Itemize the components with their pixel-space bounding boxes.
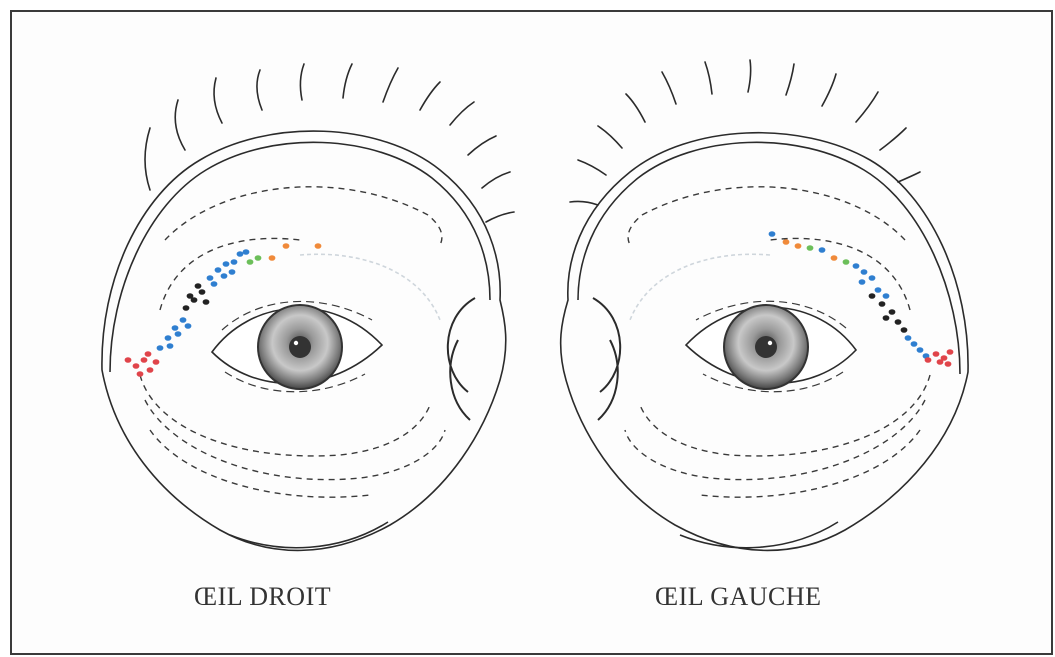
right-eye-dot-red — [141, 357, 148, 363]
left-eye-dot-orange — [783, 239, 790, 245]
left-eye-dot-blue — [853, 263, 860, 269]
left-eye-pupil — [755, 336, 777, 358]
left-eye-dot-black — [895, 319, 902, 325]
left-eye-dot-blue — [819, 247, 826, 253]
right-eye-dot-red — [133, 363, 140, 369]
right-eye-dot-blue — [167, 343, 174, 349]
right-eye-nasal-curve — [448, 298, 475, 420]
right-eye-dot-blue — [243, 249, 250, 255]
right-eye-dot-blue — [237, 251, 244, 257]
right-eye-dot-blue — [229, 269, 236, 275]
left-eye-dot-orange — [795, 243, 802, 249]
right-eye-dot-blue — [221, 273, 228, 279]
left-eye-dot-green — [843, 259, 850, 265]
left-eye-dot-blue — [861, 269, 868, 275]
right-eye-dot-blue — [175, 331, 182, 337]
left-eye-dot-blue — [905, 335, 912, 341]
left-eye-nasal-curve — [593, 298, 620, 420]
right-eye-dot-black — [195, 283, 202, 289]
left-eye-dot-black — [901, 327, 908, 333]
left-eye-dot-blue — [883, 293, 890, 299]
left-eye-dot-red — [945, 361, 952, 367]
right-eye-dot-blue — [185, 323, 192, 329]
right-eye-caption: ŒIL DROIT — [194, 582, 331, 612]
right-eye-dot-blue — [215, 267, 222, 273]
left-eye-dot-blue — [911, 341, 918, 347]
right-eye-dot-blue — [211, 281, 218, 287]
left-eye-dot-red — [937, 359, 944, 365]
left-eye-dot-green — [807, 245, 814, 251]
left-eye-caption: ŒIL GAUCHE — [655, 582, 822, 612]
left-eye-dot-black — [889, 309, 896, 315]
left-eye-dot-blue — [869, 275, 876, 281]
left-eye-dot-blue — [917, 347, 924, 353]
left-eye-drawing — [561, 60, 968, 550]
right-eye-dot-black — [183, 305, 190, 311]
left-eye-dot-black — [883, 315, 890, 321]
right-eye-dot-red — [147, 367, 154, 373]
right-eye-dot-black — [203, 299, 210, 305]
left-eye-dot-blue — [769, 231, 776, 237]
right-eye-dot-blue — [207, 275, 214, 281]
right-eye-dot-blue — [157, 345, 164, 351]
left-eye-dot-black — [869, 293, 876, 299]
left-eye-dot-blue — [875, 287, 882, 293]
right-eye-dot-blue — [231, 259, 238, 265]
left-eye-dot-red — [933, 351, 940, 357]
right-eye-dot-blue — [165, 335, 172, 341]
right-eye-pupil — [289, 336, 311, 358]
right-eye-dot-blue — [223, 261, 230, 267]
right-eye-dot-orange — [269, 255, 276, 261]
right-eye-dot-black — [199, 289, 206, 295]
left-eye-dot-red — [925, 357, 932, 363]
right-eye-dot-green — [247, 259, 254, 265]
left-eye-dot-blue — [859, 279, 866, 285]
left-eye-dot-red — [947, 349, 954, 355]
right-eye-dot-green — [255, 255, 262, 261]
left-eye-dot-black — [879, 301, 886, 307]
right-eye-dot-orange — [315, 243, 322, 249]
right-eye-drawing — [102, 64, 514, 550]
right-eye-dot-black — [187, 293, 194, 299]
right-eye-dot-red — [137, 371, 144, 377]
right-eye-dot-orange — [283, 243, 290, 249]
right-eye-dot-red — [125, 357, 132, 363]
left-eye-dot-orange — [831, 255, 838, 261]
right-eye-dot-blue — [172, 325, 179, 331]
right-eye-dot-red — [145, 351, 152, 357]
right-eye-dot-blue — [180, 317, 187, 323]
right-eye-dot-red — [153, 359, 160, 365]
